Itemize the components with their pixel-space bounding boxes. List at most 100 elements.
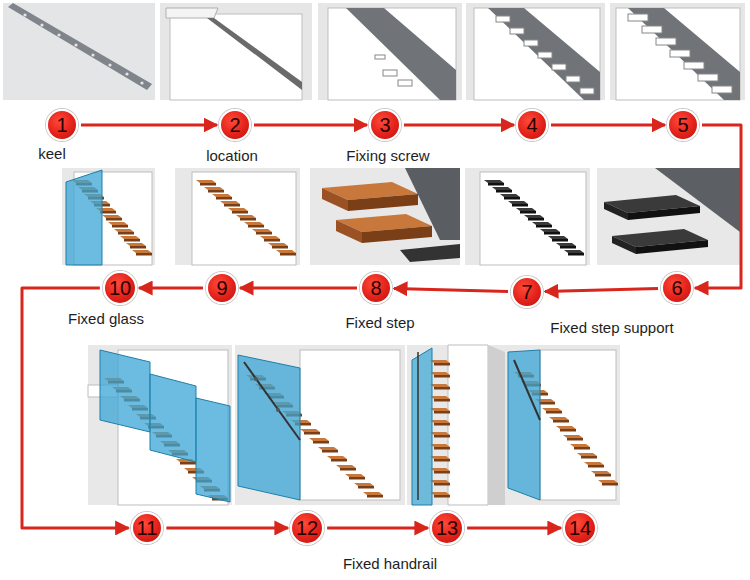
handrail-panel-part <box>300 429 320 435</box>
bracket-panel-part <box>616 8 740 100</box>
stair-view-panel-part <box>430 432 450 438</box>
stair-panel-part <box>196 180 216 186</box>
step-caption: location <box>206 148 258 165</box>
fixing-screw-panel-part <box>346 8 456 100</box>
step-number-circle: 5 <box>667 109 699 141</box>
step-arrow <box>545 289 658 292</box>
step-support-panel-part <box>556 243 576 249</box>
bracket-panel-part <box>496 16 510 22</box>
stair-view-panel-part <box>430 372 450 378</box>
support-closeup-panel-part <box>628 206 700 220</box>
stair-panel-part <box>260 236 280 242</box>
location-panel-part <box>160 3 312 100</box>
step-arrow <box>240 287 357 290</box>
stair-panel-part <box>212 194 232 200</box>
step-number: 4 <box>526 115 537 135</box>
stair-view-panel-part <box>430 492 450 498</box>
bracket-panel-part <box>488 8 600 100</box>
step-caption: keel <box>38 146 66 163</box>
step-number: 13 <box>436 518 458 538</box>
keel-panel-part <box>125 72 128 75</box>
stair-panel-part <box>276 250 296 256</box>
stair-view-panel-part <box>430 480 450 486</box>
step-number: 7 <box>521 282 532 302</box>
handrail-panel-part <box>235 345 405 505</box>
handrail-panel-part <box>354 483 374 489</box>
step-arrow <box>327 527 428 530</box>
glass-stair-panel-part <box>108 222 128 228</box>
support-closeup-panel-part <box>636 240 708 254</box>
bracket-panel-part <box>474 8 600 100</box>
bracket-panel-part <box>524 40 538 46</box>
bracket-panel-part <box>712 86 732 93</box>
stair-panel-part <box>236 215 256 221</box>
finished-stair-panel-part <box>549 417 569 423</box>
bracket-panel-part <box>684 62 704 69</box>
keel-panel-part <box>74 43 77 46</box>
bracket-panel-part <box>628 14 648 21</box>
support-closeup-panel-part <box>597 168 740 265</box>
step-arrow <box>394 288 508 291</box>
bracket-panel <box>466 3 605 100</box>
location-panel-part <box>207 18 302 90</box>
step-support-panel-part <box>492 187 512 193</box>
step-arrow <box>139 287 203 290</box>
stair-view-panel-part <box>430 444 450 450</box>
handrail-panel-part <box>363 492 383 498</box>
step-closeup-panel-part <box>362 226 432 243</box>
step-support-panel-part <box>500 194 520 200</box>
glass-stair-panel-part <box>126 243 146 249</box>
step-number-circle: 12 <box>290 511 324 545</box>
glass-stair-panel <box>62 168 155 265</box>
step-number: 2 <box>229 115 240 135</box>
step-support-panel-part <box>516 208 536 214</box>
step-closeup-panel-part <box>310 168 460 265</box>
finished-stair-panel-part <box>540 350 616 500</box>
step-support-panel-part <box>484 180 504 186</box>
finished-stair-panel-part <box>570 444 590 450</box>
handrail-panel-part <box>276 408 280 412</box>
finished-stair-panel-part <box>577 453 597 459</box>
step-number: 10 <box>109 278 131 298</box>
step-number: 1 <box>56 115 67 135</box>
glass-stair-panel-part <box>102 215 122 221</box>
fixing-screw-panel-part <box>383 70 397 76</box>
bracket-panel-part <box>698 74 718 81</box>
stair-view-panel <box>407 345 505 505</box>
handrail-panel-part <box>254 377 258 381</box>
fixing-screw-panel-part <box>375 55 385 59</box>
step-number-circle: 7 <box>511 276 543 308</box>
stair-panel-part <box>228 208 248 214</box>
bracket-panel-part <box>538 52 552 58</box>
step-caption: Fixed handrail <box>343 556 437 573</box>
finished-stair-panel-part <box>598 480 618 486</box>
stair-panel-part <box>220 201 240 207</box>
stair-view-panel-part <box>430 468 450 474</box>
handrail-panel-part <box>318 447 338 453</box>
step-number: 14 <box>569 518 591 538</box>
finished-stair-panel <box>505 345 620 505</box>
step-caption: Fixed step support <box>550 320 673 337</box>
stair-view-panel-part <box>430 360 450 366</box>
fixing-screw-panel-part <box>318 3 462 100</box>
glass-stair-panel-part <box>62 168 155 265</box>
step-caption: Fixed step <box>345 315 414 332</box>
bracket-panel-part <box>670 50 690 57</box>
bracket-panel-part <box>656 38 676 45</box>
stair-panel-part <box>192 172 296 265</box>
step-arrow <box>695 125 741 288</box>
location-panel-part <box>170 14 302 100</box>
finished-stair-panel-part <box>584 462 604 468</box>
step-number-circle: 14 <box>563 511 597 545</box>
bracket-panel <box>610 3 745 100</box>
step-support-panel-part <box>564 250 584 256</box>
stair-view-panel-part <box>412 348 432 505</box>
stair-view-panel-part <box>430 384 450 390</box>
step-arrow <box>254 124 367 127</box>
step-closeup-panel-part <box>336 220 362 243</box>
step-number-circle: 9 <box>206 272 238 304</box>
stair-panel-part <box>244 222 264 228</box>
stair-view-panel-part <box>430 456 450 462</box>
stair-view-panel-part <box>430 408 450 414</box>
bracket-panel-part <box>466 3 605 100</box>
